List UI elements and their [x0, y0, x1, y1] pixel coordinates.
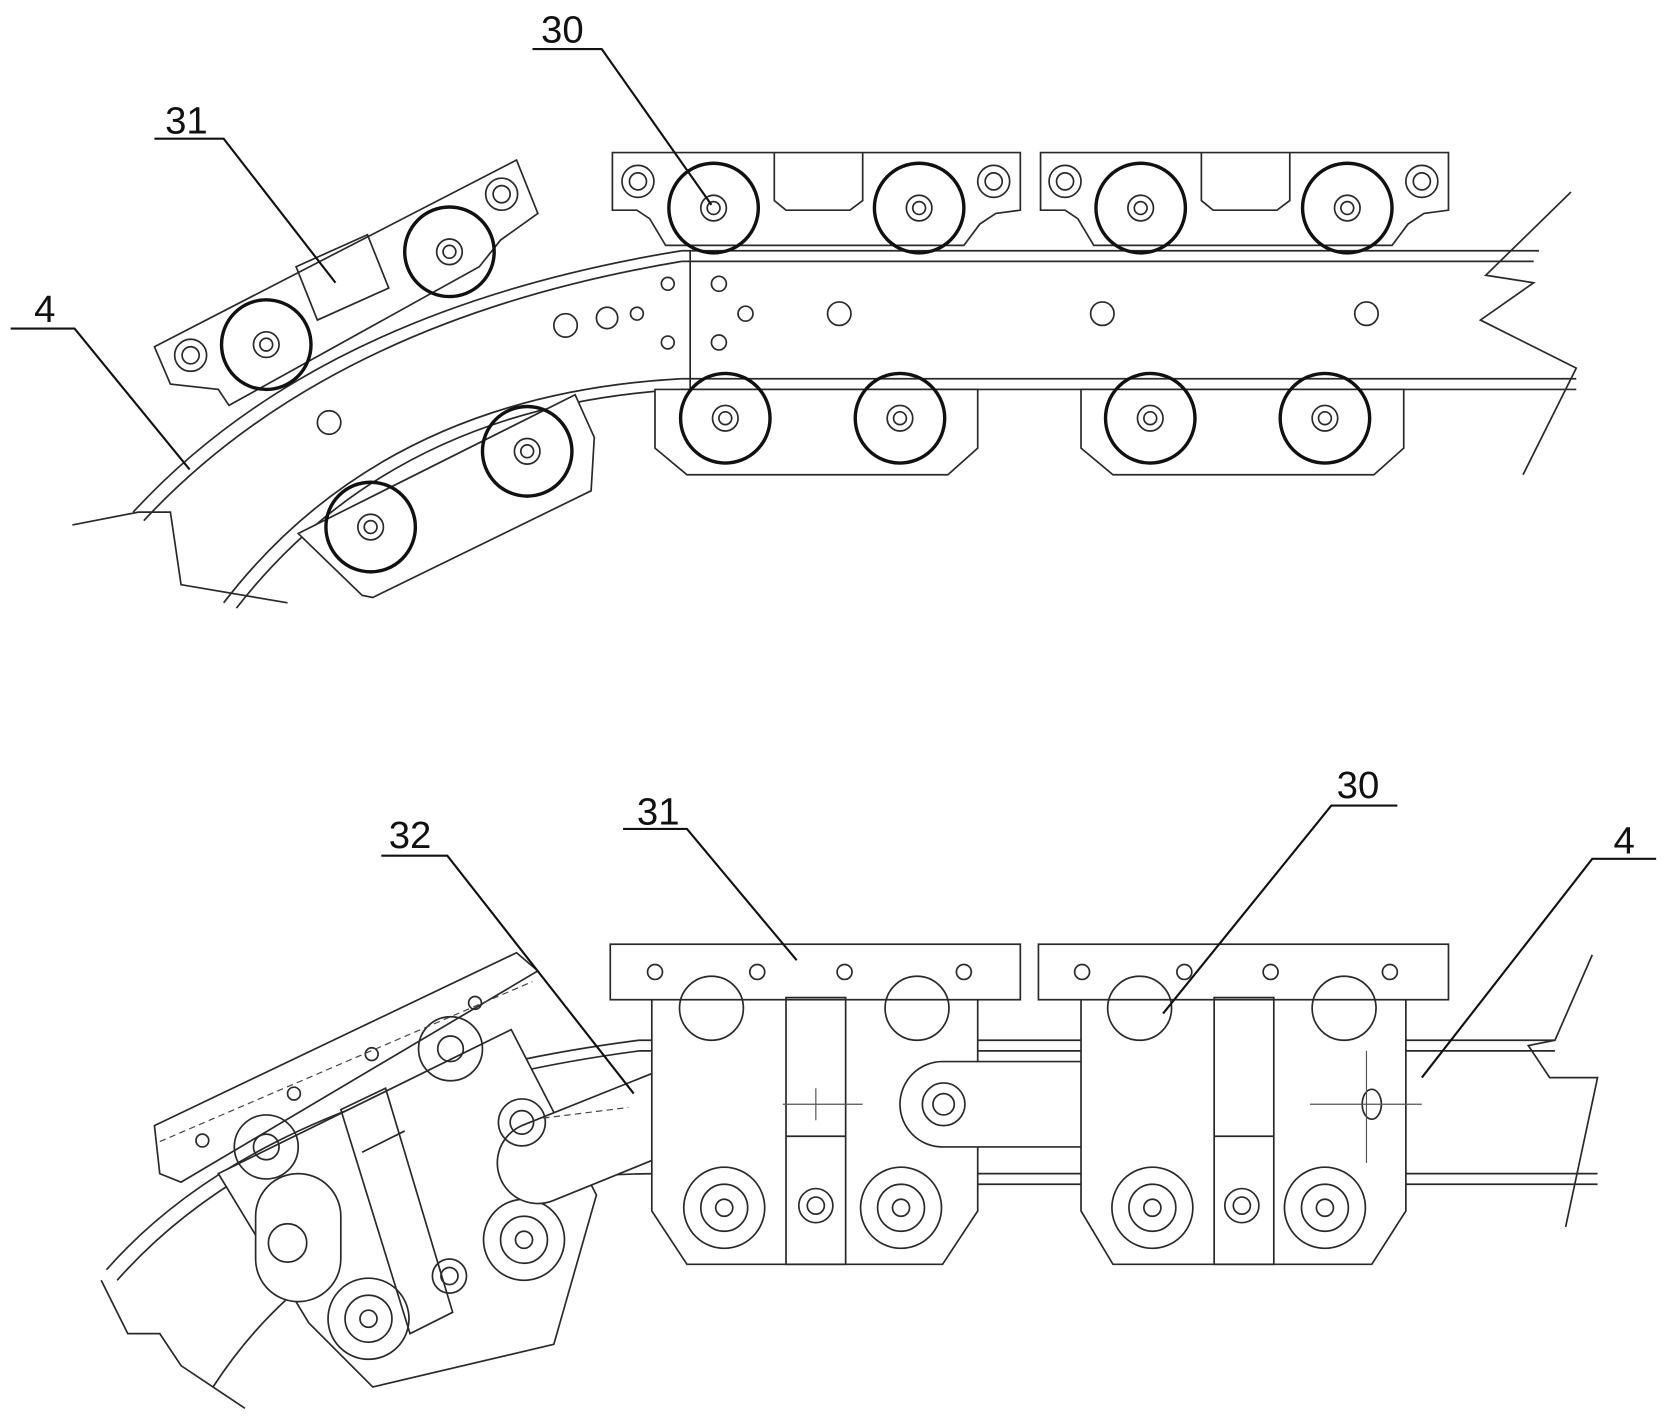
top-label-31: 31: [154, 99, 337, 284]
label-text: 30: [1337, 764, 1380, 807]
label-text: 4: [34, 288, 55, 331]
top-label-30: 30: [532, 9, 713, 206]
lower-carriage-1: [654, 371, 979, 476]
bottom-carriage-2: [1037, 943, 1450, 1266]
track-holes: [316, 275, 1380, 436]
bottom-carriage-1: [609, 943, 1022, 1266]
label-text: 31: [637, 791, 680, 834]
angled-lower-carriage: [296, 393, 596, 599]
curved-track-rail: [72, 249, 682, 609]
lower-carriage-2: [1080, 371, 1405, 476]
upper-carriage-2: [1039, 151, 1450, 255]
label-text: 31: [165, 99, 208, 142]
bottom-view: 32 31 30 4: [100, 764, 1657, 1410]
label-text: 30: [541, 9, 584, 52]
bottom-label-32: 32: [381, 814, 635, 1095]
angled-carriage: [153, 158, 539, 407]
bottom-label-30: 30: [1162, 764, 1398, 1015]
label-text: 4: [1614, 820, 1635, 863]
label-text: 32: [389, 814, 432, 857]
tilted-carriage: [153, 951, 598, 1388]
top-label-4: 4: [10, 288, 191, 471]
upper-carriage-1: [611, 151, 1022, 255]
bottom-label-31: 31: [623, 791, 798, 961]
top-view: 31 30 4: [10, 9, 1578, 609]
bottom-label-4: 4: [1421, 820, 1657, 1079]
